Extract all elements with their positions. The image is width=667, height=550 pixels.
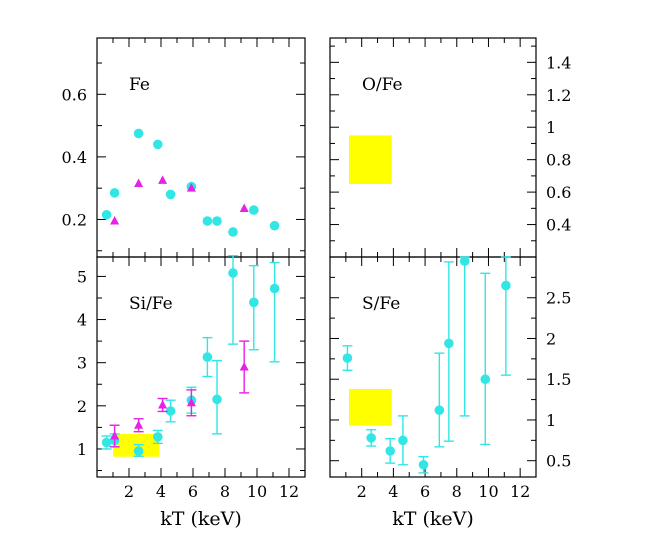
panel-o-fe: 0.4 0.6 0.8 1 1.2 1.4O/Fe — [329, 37, 571, 258]
data-point-circle — [434, 405, 445, 415]
y-tick-label: 2 — [546, 329, 556, 348]
y-tick-label: 0.2 — [62, 210, 87, 229]
y-tick-label: 1 — [77, 440, 87, 459]
data-point-circle — [228, 227, 238, 237]
y-tick-label: 5 — [77, 267, 87, 286]
data-point-triangle — [110, 431, 120, 440]
y-tick-label: 0.6 — [62, 85, 87, 104]
data-point-circle — [269, 283, 280, 294]
data-point-circle — [101, 209, 112, 220]
data-point-circle — [228, 268, 238, 278]
x-tick-label: 2 — [357, 482, 367, 501]
data-point-circle — [101, 437, 112, 448]
data-point-circle — [153, 432, 163, 442]
data-point-circle — [249, 297, 259, 308]
panel-label: O/Fe — [362, 75, 403, 95]
data-point-triangle — [134, 178, 144, 187]
data-point-circle — [269, 220, 280, 231]
data-point-circle — [501, 280, 511, 291]
y-tick-label: 2 — [77, 397, 87, 416]
data-point-circle — [444, 338, 454, 349]
y-tick-label: 0.4 — [546, 216, 571, 235]
x-tick-label: 4 — [156, 482, 166, 501]
data-point-circle — [202, 352, 213, 362]
y-tick-label: 4 — [77, 311, 87, 330]
plot-frame — [329, 256, 537, 478]
x-tick-label: 8 — [452, 482, 462, 501]
panel-s-fe: 2 4 6 8 10 12 kT (keV) 0.5 1 1.5 2 2.5 S/Fe — [329, 256, 571, 530]
data-point-triangle — [110, 216, 120, 225]
data-point-circle — [202, 216, 213, 226]
data-point-triangle — [239, 362, 249, 371]
data-point-circle — [366, 433, 377, 443]
data-point-circle — [133, 446, 144, 456]
x-axis-label: kT (keV) — [160, 508, 242, 530]
data-point-triangle — [186, 397, 196, 407]
data-point-circle — [153, 139, 163, 150]
data-point-circle — [398, 435, 408, 446]
data-point-circle — [212, 394, 222, 405]
x-tick-label: 6 — [188, 482, 198, 501]
y-tick-label: 2.5 — [546, 289, 571, 308]
x-tick-label: 12 — [510, 482, 530, 501]
y-tick-label: 1.5 — [546, 370, 571, 389]
x-tick-label: 2 — [124, 482, 134, 501]
data-point-circle — [342, 353, 353, 363]
panel-label: Fe — [129, 75, 150, 95]
data-point-circle — [249, 205, 259, 215]
data-point-triangle — [239, 203, 249, 213]
y-tick-label: 1.2 — [546, 86, 571, 105]
range-box — [349, 389, 392, 426]
data-point-circle — [459, 256, 470, 266]
x-tick-label: 4 — [388, 482, 398, 501]
data-point-circle — [418, 459, 429, 470]
y-tick-label: 0.4 — [62, 148, 87, 167]
y-tick-label: 1 — [546, 411, 556, 430]
data-point-circle — [165, 189, 176, 200]
y-tick-label: 3 — [77, 354, 87, 373]
data-point-circle — [133, 128, 144, 139]
data-point-triangle — [158, 399, 168, 409]
data-point-triangle — [186, 183, 196, 192]
panel-fe: 0.2 0.4 0.6 Fe — [62, 37, 306, 258]
data-point-circle — [480, 374, 491, 385]
panel-label: Si/Fe — [129, 294, 173, 314]
data-point-circle — [109, 188, 120, 198]
panel-label: S/Fe — [362, 294, 400, 314]
data-point-circle — [212, 216, 222, 226]
plot-frame — [96, 256, 306, 478]
y-tick-label: 0.5 — [546, 452, 571, 471]
y-tick-label: 1 — [546, 118, 556, 137]
data-point-circle — [165, 406, 176, 416]
y-tick-label: 0.8 — [546, 151, 571, 170]
y-tick-label: 1.4 — [546, 53, 571, 72]
data-point-triangle — [134, 420, 144, 429]
x-tick-label: 8 — [220, 482, 230, 501]
x-axis-label: kT (keV) — [392, 508, 474, 530]
x-tick-label: 6 — [420, 482, 430, 501]
x-tick-label: 10 — [247, 482, 267, 501]
data-point-triangle — [158, 175, 168, 184]
range-box — [349, 135, 392, 184]
y-tick-label: 0.6 — [546, 183, 571, 202]
x-tick-label: 12 — [279, 482, 299, 501]
x-tick-label: 10 — [478, 482, 498, 501]
data-point-circle — [385, 446, 396, 456]
